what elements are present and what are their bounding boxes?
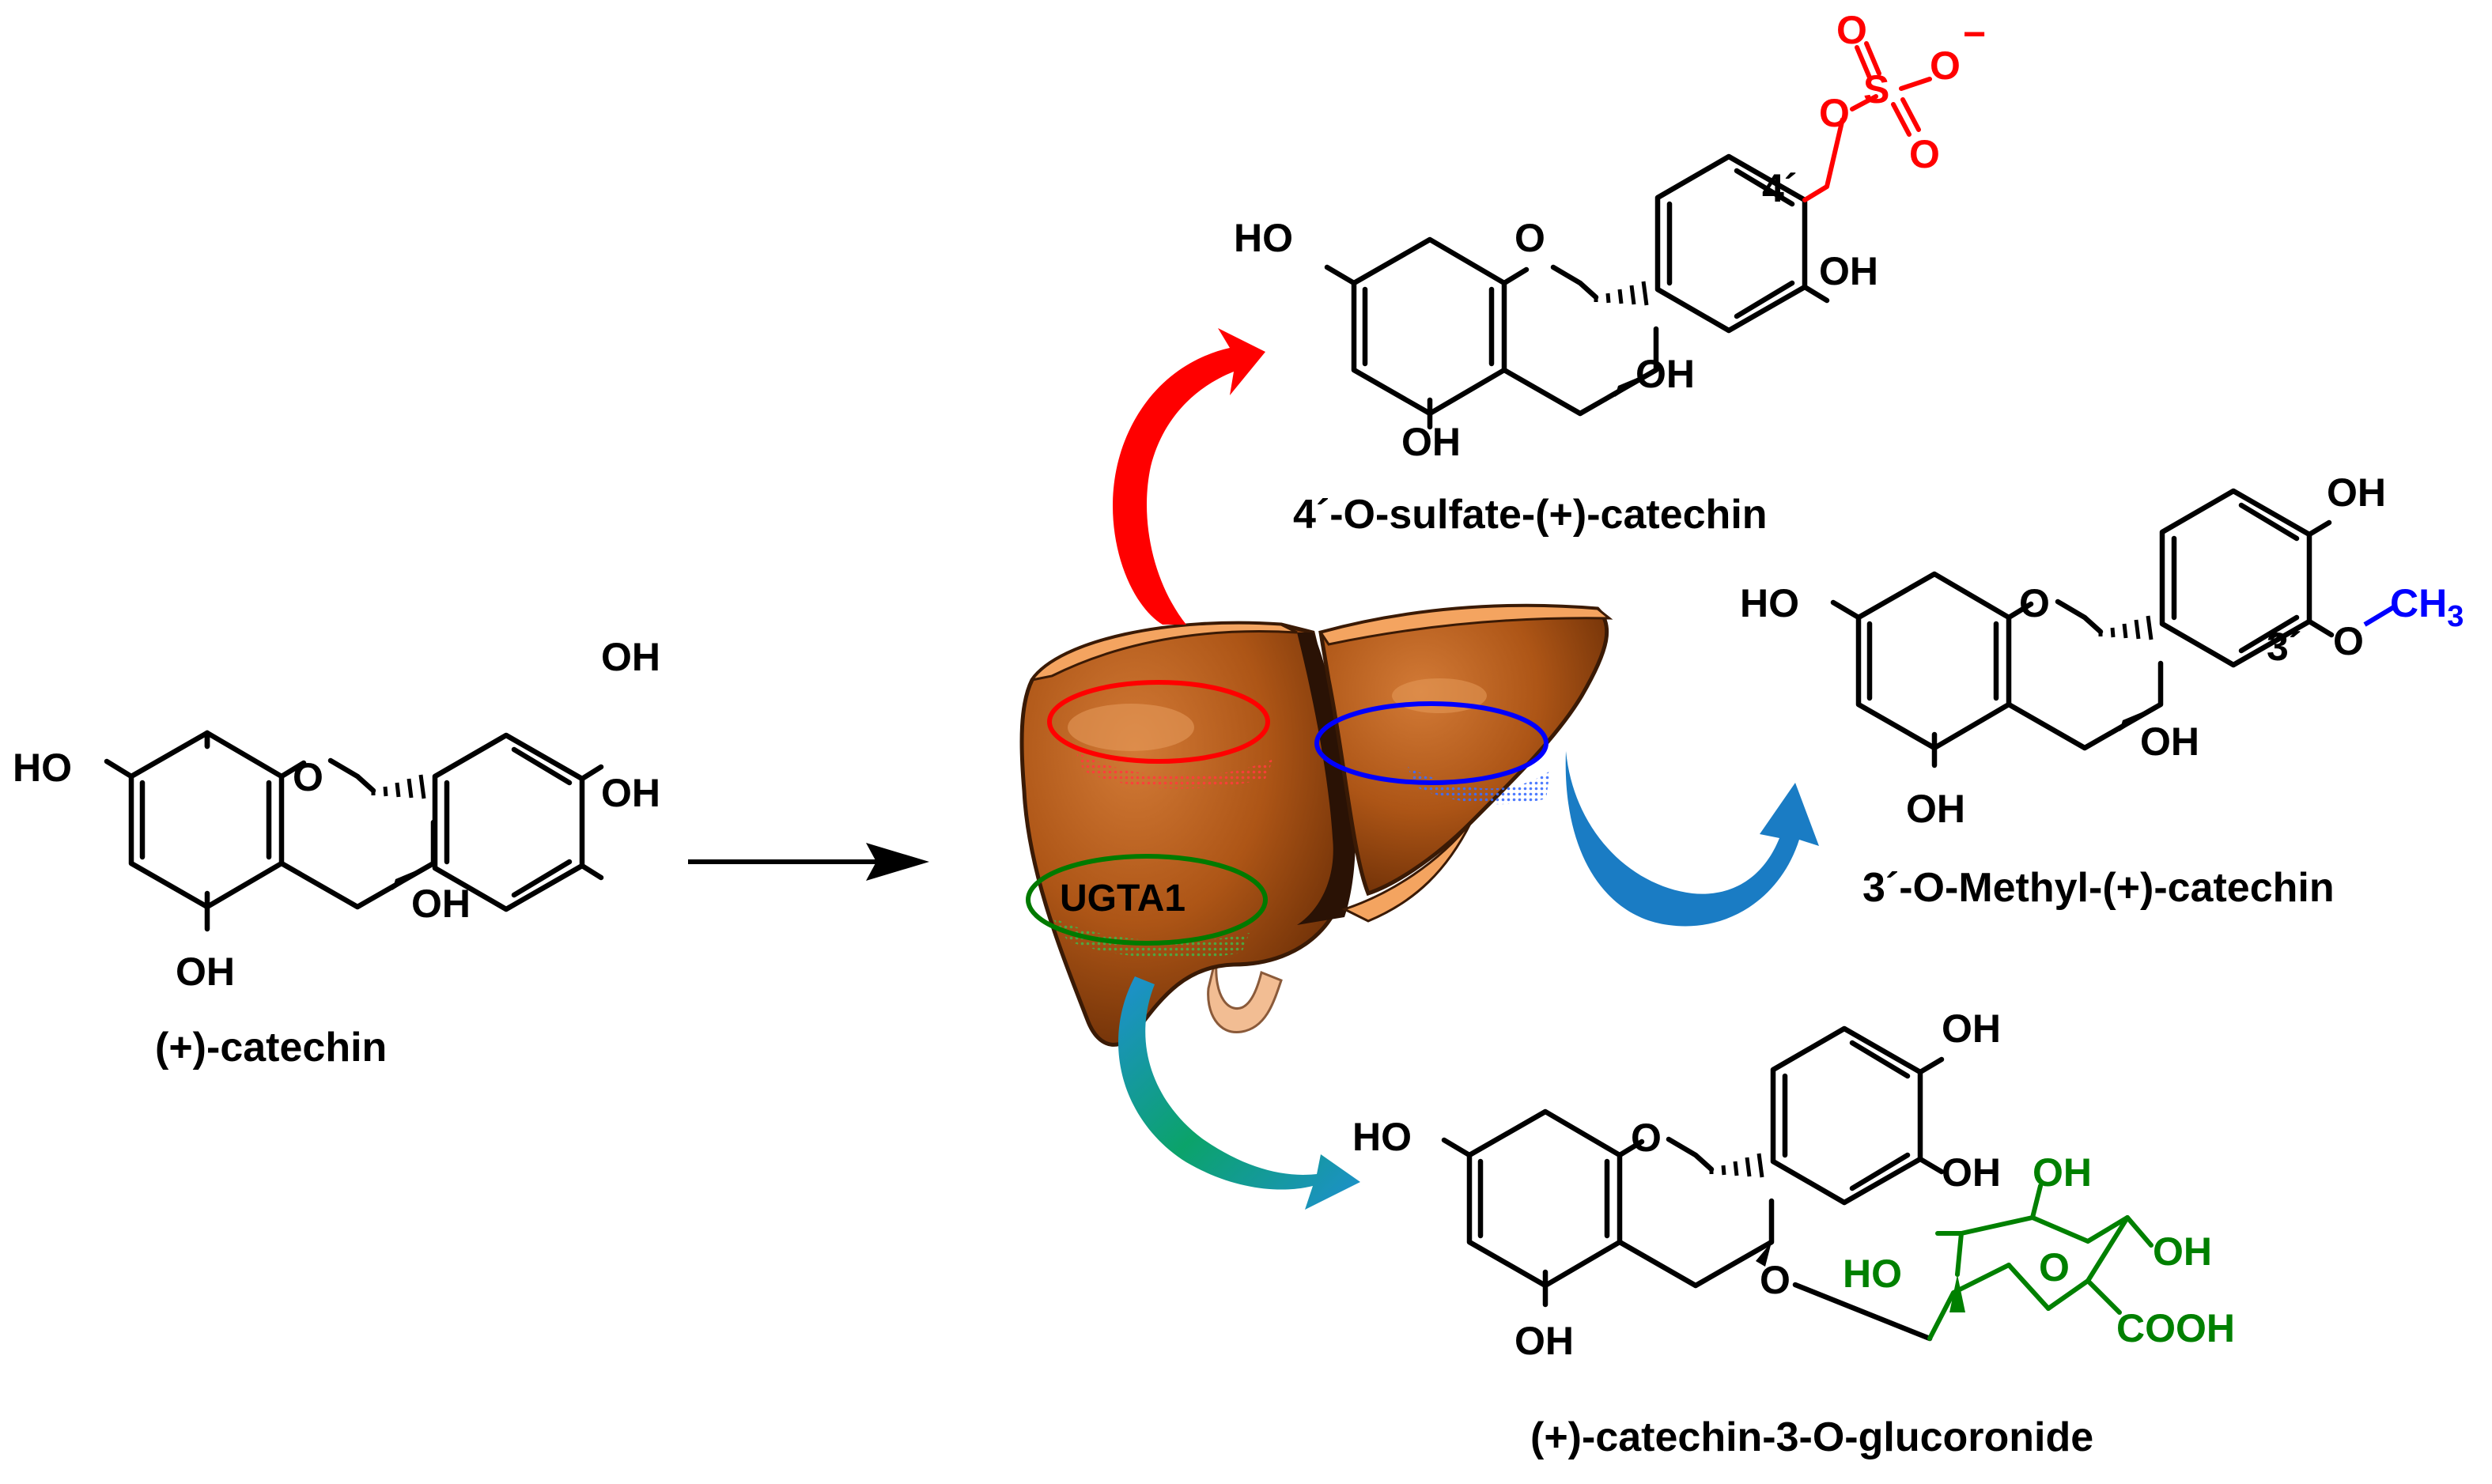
- methyl-ch3: CH3: [2390, 581, 2464, 633]
- glucuronide-ring-o: O: [1631, 1116, 1662, 1160]
- sulfate-s: S: [1863, 67, 1889, 111]
- methylation-site: [1314, 701, 1550, 805]
- methyl-oh-4p: OH: [2327, 470, 2386, 515]
- catechin-oh-3p: OH: [601, 771, 660, 815]
- sulfate-ring-o: O: [1514, 216, 1545, 260]
- catechin-ho-7: HO: [13, 746, 72, 790]
- sugar-cooh: COOH: [2116, 1306, 2235, 1350]
- catechin-name: (+)-catechin: [155, 1025, 387, 1071]
- sulfate-oh-3p: OH: [1819, 249, 1878, 293]
- glucuronide-structure: [1441, 1025, 2154, 1342]
- methyl-oh-3: OH: [2140, 719, 2199, 764]
- methyl-oh-5: OH: [1906, 787, 1965, 831]
- methyl-ring-o: O: [2019, 581, 2050, 625]
- sulfate-o-bottom: O: [1909, 132, 1940, 176]
- green-arrow: [1118, 976, 1360, 1210]
- sugar-oh-right: OH: [2153, 1229, 2212, 1274]
- methyl-ho-7: HO: [1740, 581, 1799, 625]
- glucuronide-ho-7: HO: [1352, 1115, 1412, 1159]
- glucuronidation-site: [1026, 854, 1268, 959]
- catechin-oh-4p: OH: [601, 635, 660, 679]
- sulfate-ho-7: HO: [1234, 216, 1293, 260]
- methyl-position-label: 3´: [2267, 625, 2301, 669]
- sulfate-o-right: O: [1930, 43, 1961, 88]
- catechin-oh-5: OH: [176, 950, 235, 994]
- sulfate-o-top: O: [1836, 8, 1867, 52]
- methyl-o-methoxy: O: [2333, 619, 2364, 663]
- glucuronide-oh-3p: OH: [1942, 1150, 2001, 1195]
- sulfate-oh-5: OH: [1401, 420, 1461, 464]
- methyl-ch3-main: CH: [2390, 581, 2447, 625]
- blue-arrow: [1565, 751, 1819, 927]
- enzyme-label: UGTA1: [1060, 878, 1185, 919]
- red-arrow: [1113, 328, 1265, 625]
- methyl-structure: [1830, 488, 2398, 768]
- glucuronide-name: (+)-catechin-3-O-glucoronide: [1530, 1414, 2093, 1460]
- catechin-ring-o: O: [293, 755, 323, 799]
- sulfate-charge: −: [1963, 12, 1986, 56]
- sulfate-oh-3: OH: [1635, 352, 1695, 396]
- sulfate-o-bridge: O: [1819, 91, 1850, 135]
- sulfation-site: [1047, 680, 1273, 789]
- catechin-oh-3: OH: [411, 882, 471, 926]
- methyl-name: 3´-O-Methyl-(+)-catechin: [1862, 865, 2335, 911]
- sulfate-name: 4´-O-sulfate-(+)-catechin: [1293, 492, 1768, 538]
- glucuronide-o-link: O: [1760, 1258, 1791, 1302]
- reaction-arrow: [688, 843, 929, 881]
- catechin-structure: [104, 730, 604, 932]
- liver-illustration: [1019, 603, 1613, 1047]
- methyl-ch3-sub: 3: [2447, 600, 2464, 633]
- glucuronide-oh-5: OH: [1514, 1319, 1574, 1363]
- sulfate-position-label: 4´: [1762, 166, 1797, 210]
- sulfate-structure: [1324, 41, 1932, 430]
- glucuronide-oh-4p: OH: [1942, 1006, 2001, 1051]
- sugar-oh-top: OH: [2033, 1150, 2092, 1195]
- sugar-ring-o: O: [2039, 1245, 2070, 1290]
- sugar-ho-left: HO: [1843, 1252, 1902, 1296]
